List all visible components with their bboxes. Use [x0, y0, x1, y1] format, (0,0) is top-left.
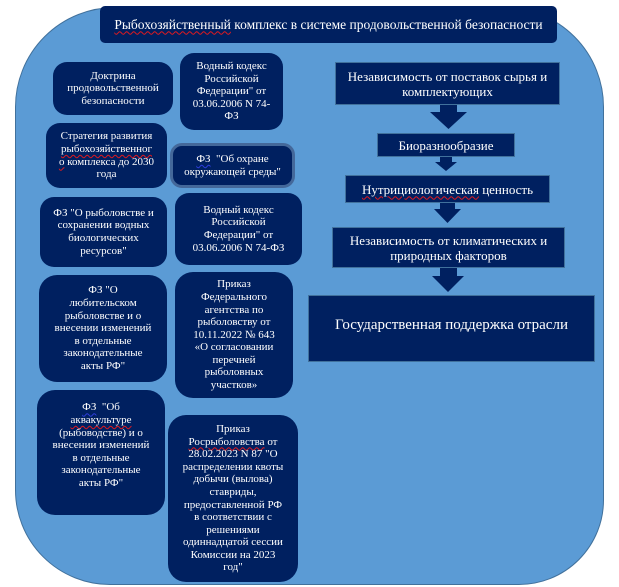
doc-rosrybolovstvo-order-87: Приказ Росрыболовства от 28.02.2023 N 87… — [168, 415, 298, 582]
factor-label-part: ценность — [478, 181, 534, 197]
doc-label: Водный кодекс Российской Федерации" от 0… — [192, 203, 285, 254]
doc-food-security-doctrine: Доктрина продовольственной безопасности — [53, 62, 173, 115]
doc-label: ФЗ "О любительском рыболовстве и о внесе… — [54, 284, 152, 372]
doc-label: Водный кодекс Российской Федерации" от 0… — [192, 60, 271, 123]
factor-label: Независимость от поставок сырья и компле… — [347, 68, 548, 99]
doc-label-grammar-check: ФЗ — [196, 152, 211, 165]
doc-water-code-1: Водный кодекс Российской Федерации" от 0… — [180, 53, 283, 130]
doc-label: ФЗ "О рыболовстве и сохранении водных би… — [53, 206, 154, 257]
doc-label: ФЗ "Об охране окружающей среды" — [184, 153, 281, 178]
title-rest: комплекс в системе продовольственной без… — [230, 16, 543, 32]
factor-label-spellcheck: Нутрициологическая — [361, 181, 479, 197]
factor-supply-independence: Независимость от поставок сырья и компле… — [335, 62, 560, 105]
factor-state-support: Государственная поддержка отрасли — [308, 295, 595, 362]
doc-label: ФЗ "Об аквакультуре (рыбоводстве) и о вн… — [53, 401, 150, 489]
doc-label-part: "Об охране окружающей среды" — [184, 152, 281, 178]
factor-label: Нутрициологическая ценность — [362, 182, 533, 197]
factor-biodiversity: Биоразнообразие — [377, 133, 515, 157]
doc-label-spellcheck: аквакультуре — [70, 414, 132, 427]
factor-nutritional-value: Нутрициологическая ценность — [345, 175, 550, 203]
doc-label-part: (рыбоводстве) и о внесении изменений в о… — [52, 426, 150, 489]
doc-amateur-fishing-law: ФЗ "О любительском рыболовстве и о внесе… — [39, 275, 167, 382]
doc-label-part: от 28.02.2023 N 87 "О распределении квот… — [182, 435, 284, 574]
factor-label: Биоразнообразие — [398, 137, 494, 153]
factor-climate-independence: Независимость от климатических и природн… — [332, 227, 565, 268]
doc-label-spellcheck: рыбохозяйственног о — [58, 142, 153, 168]
doc-label-part: Стратегия развития — [60, 130, 153, 143]
title-word-spellcheck: Рыбохозяйственный — [114, 16, 231, 32]
doc-label-spellcheck: Росрыболовства — [188, 435, 265, 448]
factor-label: Государственная поддержка отрасли — [335, 316, 568, 333]
doc-label-part: комплекса до 2030 года — [67, 155, 155, 181]
doc-label: Доктрина продовольственной безопасности — [67, 69, 159, 107]
title-banner: Рыбохозяйственный комплекс в системе про… — [100, 6, 557, 43]
doc-fishing-aquatic-resources-law: ФЗ "О рыболовстве и сохранении водных би… — [40, 197, 167, 267]
doc-label-part: "Об — [101, 401, 120, 414]
doc-aquaculture-law: ФЗ "Об аквакультуре (рыбоводстве) и о вн… — [37, 390, 165, 515]
doc-fishery-agency-order-643: Приказ Федерального агентства по рыболов… — [175, 272, 293, 398]
doc-fisheries-strategy-2030: Стратегия развития рыбохозяйственног о к… — [46, 123, 167, 188]
doc-label: Приказ Федерального агентства по рыболов… — [193, 278, 275, 392]
doc-label-grammar-check: ФЗ — [82, 401, 97, 414]
factor-label: Независимость от климатических и природн… — [349, 232, 548, 263]
doc-label: Приказ Росрыболовства от 28.02.2023 N 87… — [183, 423, 284, 574]
doc-label-part: Приказ — [216, 422, 250, 435]
doc-environment-protection-law: ФЗ "Об охране окружающей среды" — [170, 143, 295, 188]
doc-label: Стратегия развития рыбохозяйственног о к… — [59, 130, 154, 180]
doc-water-code-2: Водный кодекс Российской Федерации" от 0… — [175, 193, 302, 265]
title-text: Рыбохозяйственный комплекс в системе про… — [114, 17, 542, 33]
